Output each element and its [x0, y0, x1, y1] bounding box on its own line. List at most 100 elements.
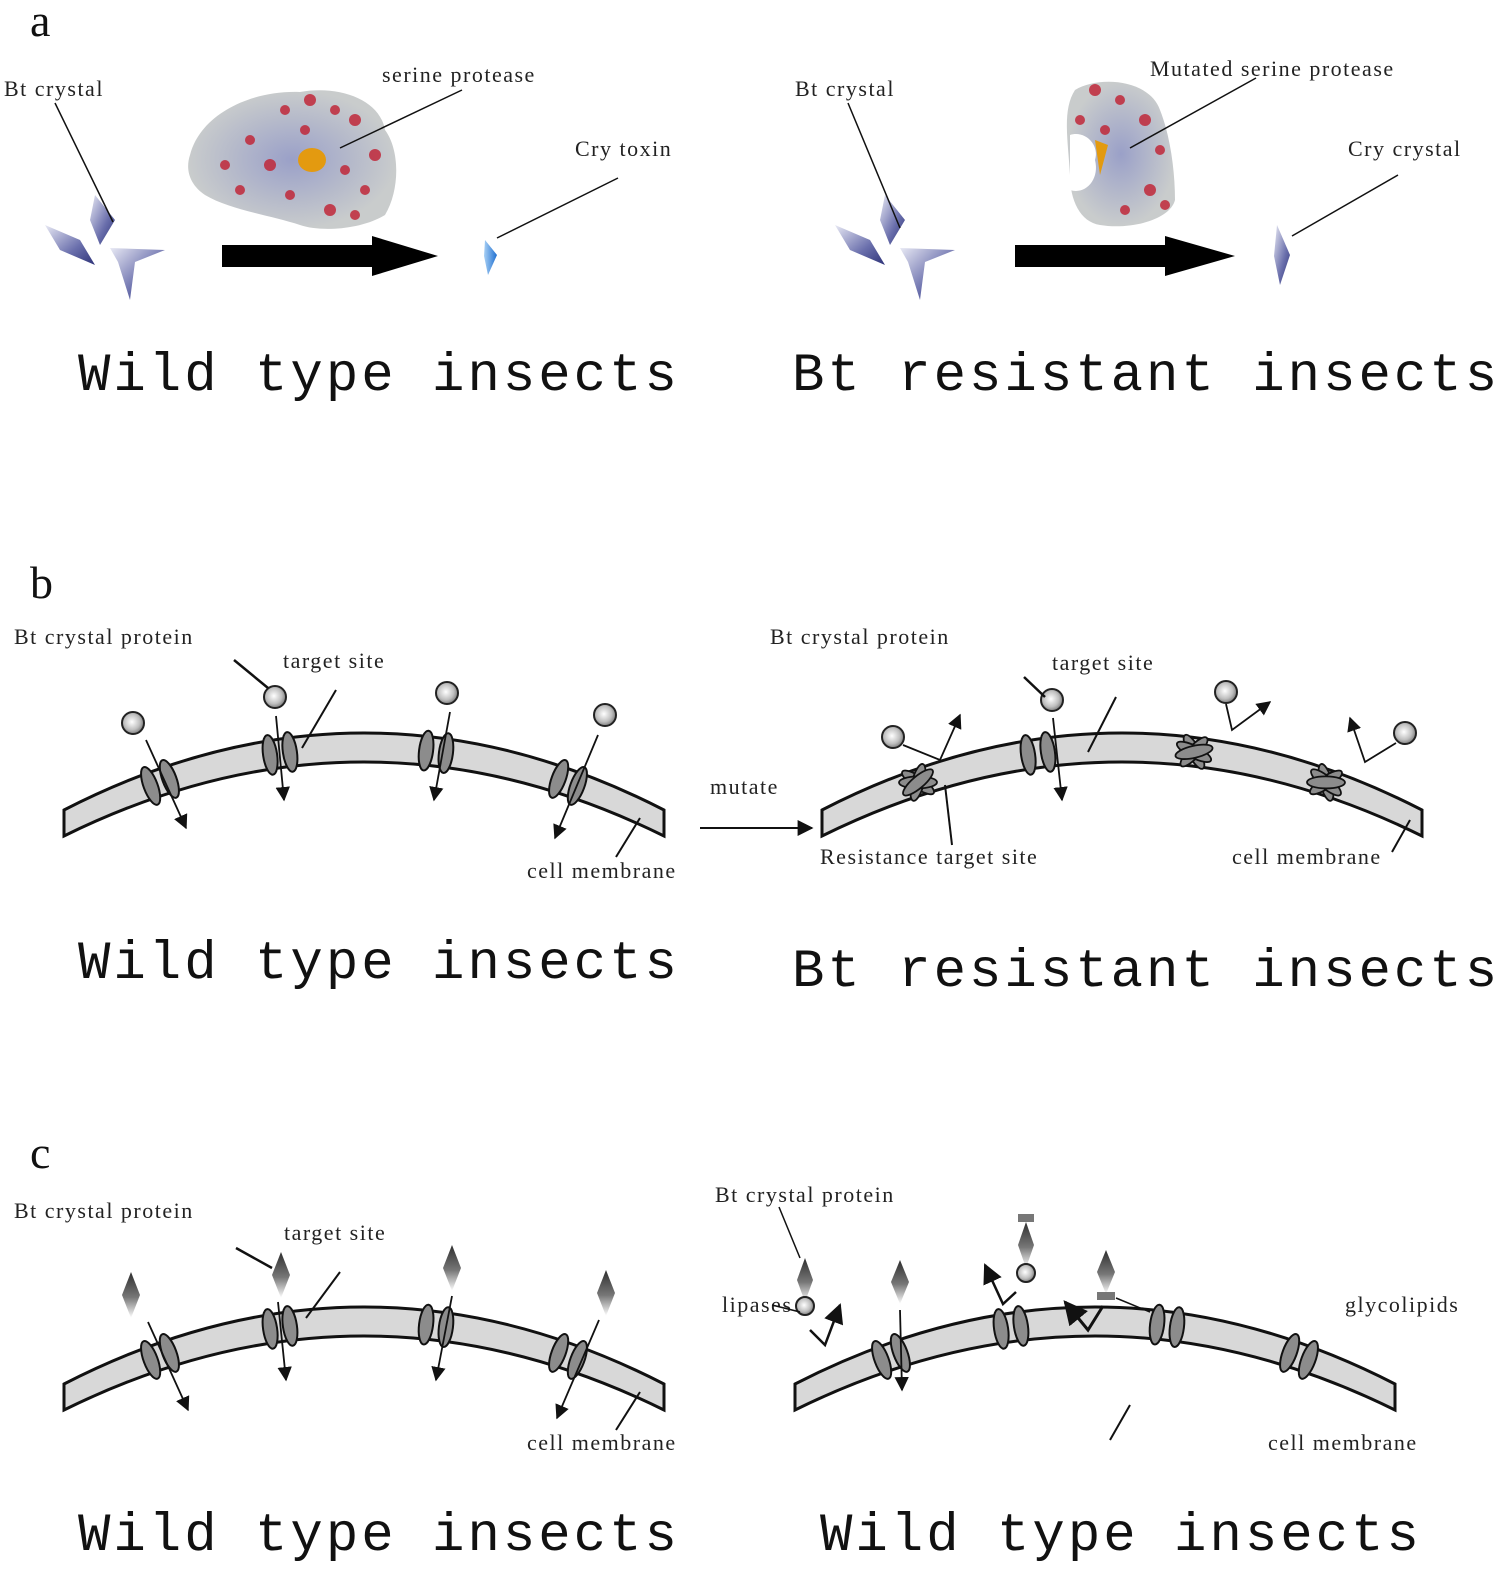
membrane-band	[820, 731, 1424, 839]
bt-protein-diamond	[122, 1272, 140, 1318]
bt-protein-ball	[1040, 688, 1064, 712]
label-lipases: lipases	[722, 1292, 793, 1317]
bt-protein-diamond	[443, 1245, 461, 1291]
glycolipid-block	[1097, 1292, 1115, 1300]
target-site-receptor	[548, 1333, 588, 1380]
bt-crystal-cluster-left	[45, 195, 165, 300]
leader-bt-crystal-protein	[235, 1246, 273, 1270]
bt-protein-diamond	[1097, 1250, 1115, 1294]
membrane-band	[62, 731, 666, 839]
entry-arrow	[277, 1301, 292, 1382]
leader-bt-crystal-right	[847, 102, 901, 229]
deflect-arrow	[983, 1263, 1017, 1307]
label-target-site-b-left: target site	[283, 648, 386, 673]
membrane-band	[62, 1305, 666, 1413]
cell-membrane-b-right	[820, 731, 1424, 839]
panel-c-letter: c	[30, 1127, 51, 1178]
leader-bt-crystal-left	[54, 102, 114, 223]
panel-c-left-proteins	[122, 1245, 641, 1431]
target-site-receptor	[261, 731, 299, 776]
conversion-arrow-a-right	[1015, 236, 1235, 276]
deflect-arrow	[1063, 1300, 1105, 1333]
panel-b-letter: b	[30, 557, 53, 608]
leader-serine-protease	[339, 89, 463, 149]
leader-cell-membrane	[615, 817, 641, 858]
entry-arrow	[429, 711, 451, 802]
leader-bt-crystal-protein	[233, 659, 269, 689]
bt-protein-ball	[435, 681, 459, 705]
entry-arrow	[553, 734, 599, 840]
mutated-serine-protease-molecule	[1066, 81, 1175, 227]
leader-cry-toxin	[496, 177, 619, 239]
entry-arrow	[555, 1319, 600, 1420]
label-cell-membrane-c-right: cell membrane	[1268, 1430, 1418, 1455]
leader-bt-crystal-protein	[1023, 676, 1046, 698]
label-cry-crystal: Cry crystal	[1348, 136, 1462, 161]
serine-protease-molecule	[188, 90, 397, 229]
bt-protein-ball	[1393, 721, 1417, 745]
caption-b-left: Wild type insects	[78, 934, 680, 995]
lipase-ball	[795, 1296, 815, 1316]
label-resistance-target-site: Resistance target site	[820, 844, 1039, 869]
label-target-site-b-right: target site	[1052, 650, 1155, 675]
leader-target-site	[301, 689, 337, 749]
bt-protein-ball	[881, 725, 905, 749]
leader-lipases	[771, 1304, 801, 1313]
target-site-receptor	[1148, 1303, 1186, 1348]
leader-glycolipids	[1115, 1297, 1151, 1313]
target-site-receptor	[1019, 731, 1057, 776]
bt-protein-diamond	[597, 1270, 615, 1316]
label-target-site-c-left: target site	[284, 1220, 387, 1245]
bt-protein-diamond	[891, 1260, 909, 1304]
label-bt-crystal-protein-c-right: Bt crystal protein	[715, 1182, 895, 1207]
caption-b-right: Bt resistant insects	[792, 942, 1500, 1003]
resistance-target-site	[1306, 763, 1346, 802]
conversion-arrow-a-left	[222, 236, 438, 276]
caption-a-right: Bt resistant insects	[792, 346, 1500, 407]
cell-membrane-b-left	[62, 729, 666, 839]
caption-a-left: Wild type insects	[78, 346, 680, 407]
bt-protein-ball	[1214, 680, 1238, 704]
label-bt-crystal-protein-b-right: Bt crystal protein	[770, 624, 950, 649]
panel-a-letter: a	[30, 0, 51, 46]
label-cell-membrane-b-left: cell membrane	[527, 858, 677, 883]
target-site-receptor	[992, 1305, 1030, 1350]
leader-cry-crystal	[1291, 174, 1399, 237]
target-site-receptor	[1279, 1333, 1319, 1380]
label-mutate: mutate	[710, 774, 779, 799]
deflect-arrow	[1225, 701, 1272, 732]
deflect-arrow	[809, 1303, 844, 1348]
cry-toxin-shape	[484, 240, 497, 275]
leader-target-site	[305, 1271, 341, 1319]
panel-c-right-proteins	[771, 1206, 1151, 1441]
entry-arrow	[1052, 717, 1068, 802]
bt-protein-ball	[121, 711, 145, 735]
entry-arrow	[431, 1295, 453, 1382]
label-bt-crystal-a-left: Bt crystal	[4, 76, 104, 101]
label-bt-crystal-a-right: Bt crystal	[795, 76, 895, 101]
label-bt-crystal-protein-b-left: Bt crystal protein	[14, 624, 194, 649]
leader-bt-crystal-protein	[778, 1206, 801, 1259]
label-cry-toxin: Cry toxin	[575, 136, 673, 161]
panel-b-right-proteins	[881, 676, 1417, 853]
cry-crystal-shape	[1274, 225, 1290, 285]
leader-cell-membrane	[1391, 819, 1411, 853]
label-glycolipids: glycolipids	[1345, 1292, 1460, 1317]
bt-protein-diamond	[272, 1252, 290, 1298]
bt-crystal-cluster-right	[835, 195, 955, 300]
leader-target-site	[1087, 696, 1117, 753]
label-bt-crystal-protein-c-left: Bt crystal protein	[14, 1198, 194, 1223]
caption-c-right: Wild type insects	[820, 1506, 1422, 1567]
resistance-target-site	[898, 763, 938, 802]
label-mutated-serine-protease: Mutated serine protease	[1150, 56, 1395, 81]
lipase-ball	[1016, 1263, 1036, 1283]
target-site-receptor	[140, 1333, 180, 1380]
entry-arrow	[147, 1321, 190, 1412]
glycolipid-block	[1018, 1214, 1034, 1222]
bt-protein-ball	[593, 703, 617, 727]
leader-mutated-serine-protease	[1129, 77, 1257, 149]
cell-membrane-c-left	[62, 1303, 666, 1413]
leader-resistance-target-site	[944, 784, 953, 846]
bt-protein-ball	[263, 685, 287, 709]
